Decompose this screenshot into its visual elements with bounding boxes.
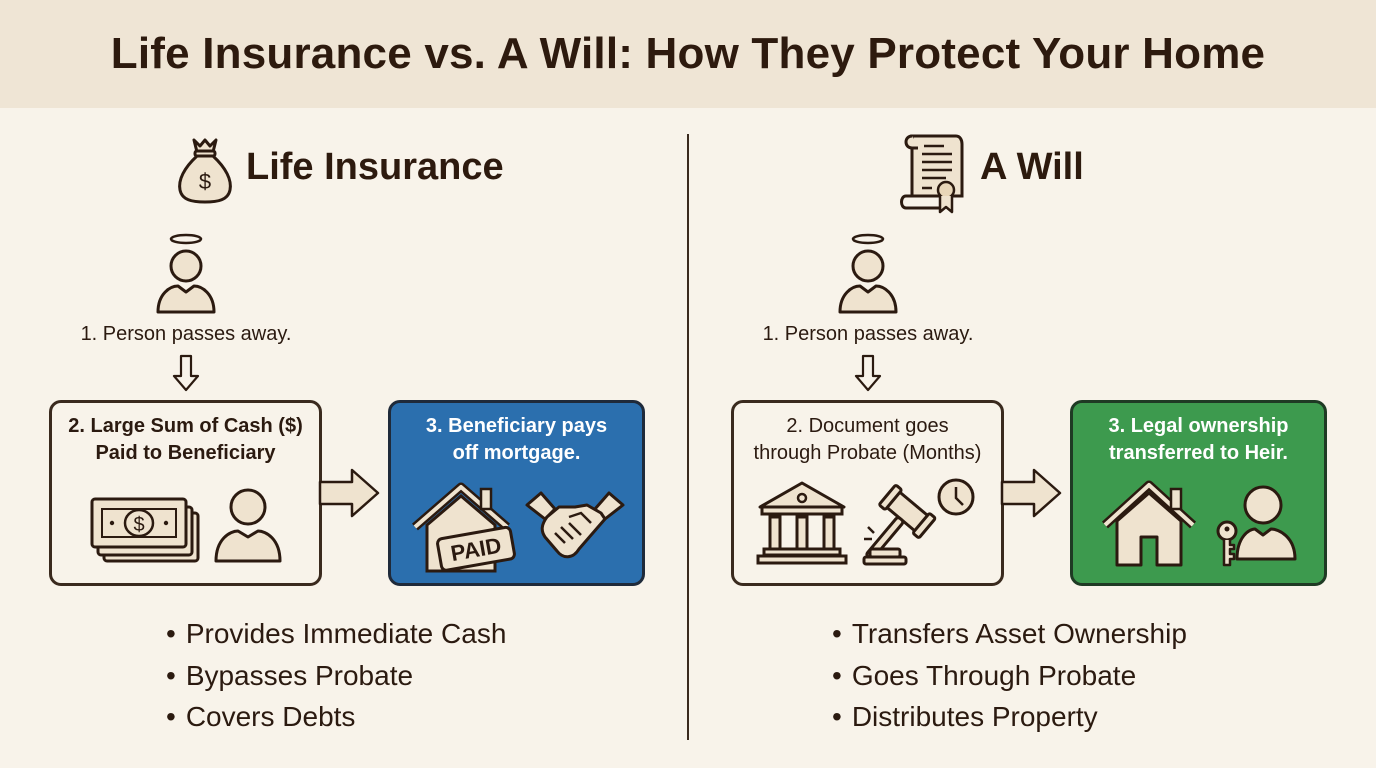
header-banner: Life Insurance vs. A Will: How They Prot… <box>0 0 1376 108</box>
svg-text:$: $ <box>199 169 211 194</box>
beneficiary-person-icon <box>214 488 282 563</box>
life-benefit-item: Bypasses Probate <box>166 655 506 697</box>
life-step3-label: 3. Beneficiary pays off mortgage. <box>391 413 642 467</box>
handshake-icon <box>525 491 625 559</box>
life-step3-line2: off mortgage. <box>452 442 581 464</box>
page-title: Life Insurance vs. A Will: How They Prot… <box>110 29 1266 78</box>
life-insurance-heading: Life Insurance <box>246 146 504 188</box>
life-step1-text: 1. Person passes away. <box>80 323 292 345</box>
will-heading: A Will <box>980 146 1084 188</box>
deceased-person-icon <box>838 233 898 314</box>
will-step3-label: 3. Legal ownership transferred to Heir. <box>1073 413 1324 467</box>
will-step2-label: 2. Document goes through Probate (Months… <box>734 413 1001 467</box>
will-step2-box: 2. Document goes through Probate (Months… <box>731 400 1004 586</box>
down-arrow-icon <box>854 354 882 392</box>
will-step1-text: 1. Person passes away. <box>762 323 974 345</box>
courthouse-icon <box>756 481 848 565</box>
center-divider <box>687 134 689 740</box>
life-benefit-item: Covers Debts <box>166 696 506 738</box>
paid-house-icon: PAID <box>412 482 516 573</box>
will-step3-box: 3. Legal ownership transferred to Heir. <box>1070 400 1327 586</box>
will-benefit-item: Distributes Property <box>832 696 1187 738</box>
gavel-clock-icon <box>862 478 975 566</box>
will-step3-line1: 3. Legal ownership <box>1108 415 1289 437</box>
will-step2-line1: 2. Document goes <box>786 415 949 437</box>
life-step3-line1: 3. Beneficiary pays <box>425 415 608 437</box>
will-benefit-item: Transfers Asset Ownership <box>832 613 1187 655</box>
will-step3-line2: transferred to Heir. <box>1109 442 1288 464</box>
will-document-icon <box>900 134 964 214</box>
svg-text:$: $ <box>133 514 144 536</box>
cash-stack-icon: $ <box>90 497 200 563</box>
will-benefit-item: Goes Through Probate <box>832 655 1187 697</box>
life-step2-label: 2. Large Sum of Cash ($) Paid to Benefic… <box>52 413 319 467</box>
life-step3-box: 3. Beneficiary pays off mortgage. PAID <box>388 400 645 586</box>
right-arrow-icon <box>1000 468 1062 518</box>
right-arrow-icon <box>318 468 380 518</box>
house-icon <box>1101 480 1197 567</box>
life-step2-line1: 2. Large Sum of Cash ($) <box>68 415 303 437</box>
will-step2-line2: through Probate (Months) <box>753 442 982 464</box>
deceased-person-icon <box>156 233 216 314</box>
life-benefits-list: Provides Immediate Cash Bypasses Probate… <box>166 613 507 738</box>
life-step2-line2: Paid to Beneficiary <box>95 442 276 464</box>
will-benefits-list: Transfers Asset Ownership Goes Through P… <box>832 613 1187 738</box>
life-benefit-item: Provides Immediate Cash <box>166 613 507 655</box>
life-step2-box: 2. Large Sum of Cash ($) Paid to Benefic… <box>49 400 322 586</box>
down-arrow-icon <box>172 354 200 392</box>
money-bag-icon: $ <box>178 138 232 204</box>
heir-with-key-icon <box>1216 485 1297 567</box>
